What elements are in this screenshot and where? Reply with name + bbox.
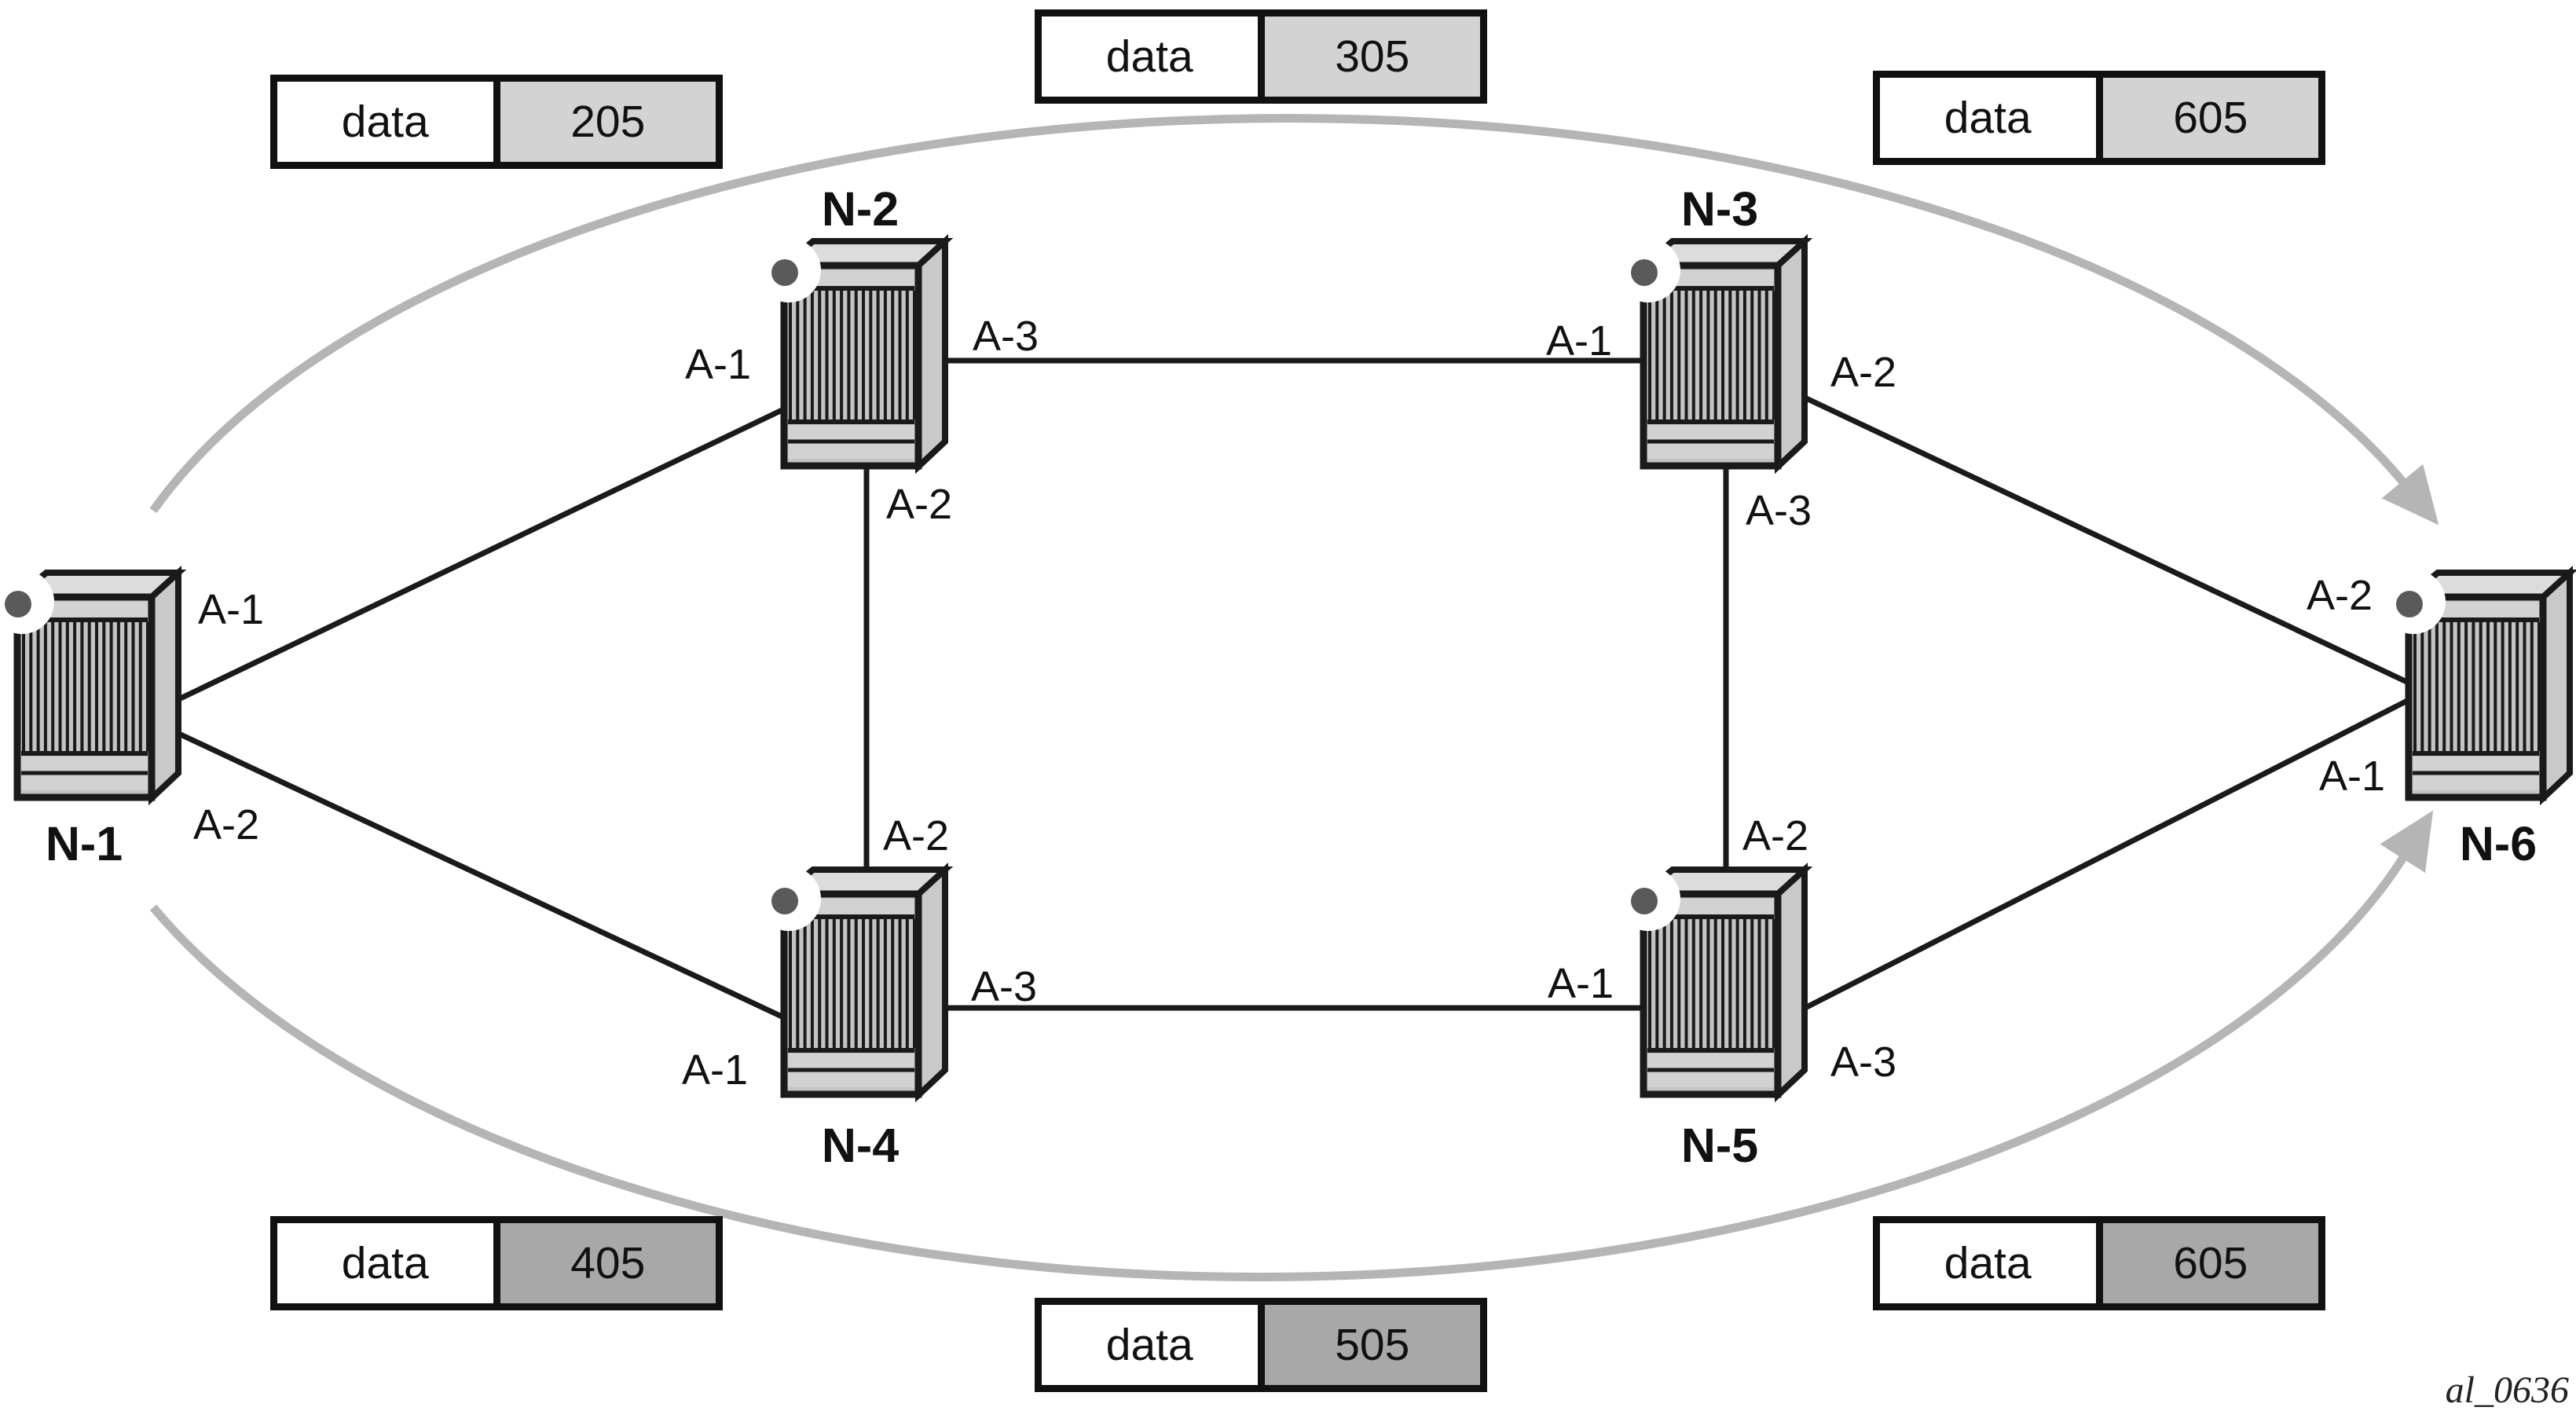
port-label-n1-a2: A-2 — [193, 801, 260, 848]
packet-505-value: 505 — [1257, 1305, 1480, 1385]
router-icon-n3 — [1616, 238, 1805, 467]
router-icon-n4 — [757, 867, 945, 1095]
packet-605-top: data 605 — [1873, 71, 2325, 165]
packet-605-bottom-field: data — [1880, 1223, 2096, 1303]
port-label-n6-a2: A-2 — [2307, 572, 2373, 619]
packet-605-bottom: data 605 — [1873, 1216, 2325, 1310]
link-lines — [167, 357, 2415, 1024]
port-label-n4-a3: A-3 — [971, 963, 1038, 1010]
port-label-n3-a1: A-1 — [1546, 317, 1613, 365]
node-label-n2: N-2 — [821, 182, 900, 236]
port-label-n3-a3: A-3 — [1746, 487, 1812, 534]
node-label-n5: N-5 — [1680, 1119, 1759, 1172]
router-icon-n2 — [757, 238, 945, 467]
port-label-n5-a2: A-2 — [1742, 812, 1809, 859]
port-label-n5-a3: A-3 — [1830, 1039, 1897, 1086]
link-n3a2-n6a2 — [1790, 388, 2415, 688]
packet-605-top-value: 605 — [2095, 78, 2318, 158]
packet-505-field: data — [1042, 1305, 1258, 1385]
packet-405: data 405 — [270, 1216, 723, 1310]
packet-305-value: 305 — [1257, 16, 1480, 97]
packet-405-field: data — [277, 1223, 493, 1303]
port-label-n1-a1: A-1 — [198, 586, 265, 633]
port-label-n4-a1: A-1 — [682, 1046, 749, 1094]
router-icon-n5 — [1616, 867, 1805, 1095]
packet-205-value: 205 — [493, 82, 716, 162]
node-label-n6: N-6 — [2459, 817, 2538, 870]
packet-505: data 505 — [1035, 1298, 1487, 1392]
port-label-n6-a1: A-1 — [2319, 753, 2386, 800]
link-n1a2-n4a1 — [167, 726, 793, 1024]
node-label-n1: N-1 — [45, 817, 123, 870]
port-label-n4-a2: A-2 — [883, 812, 950, 859]
port-label-n2-a1: A-1 — [685, 341, 752, 388]
node-label-n4: N-4 — [821, 1119, 900, 1172]
packet-205: data 205 — [270, 75, 723, 169]
port-label-n3-a2: A-2 — [1830, 349, 1897, 396]
packet-605-top-field: data — [1880, 78, 2096, 158]
port-label-n5-a1: A-1 — [1548, 960, 1614, 1007]
port-label-n2-a3: A-3 — [973, 313, 1039, 360]
port-label-n2-a2: A-2 — [886, 481, 953, 528]
link-n5a3-n6a1 — [1790, 694, 2415, 1018]
figure-watermark: al_0636 — [2445, 1369, 2569, 1411]
packet-605-bottom-value: 605 — [2095, 1223, 2318, 1303]
packet-305-field: data — [1042, 16, 1258, 97]
node-label-n3: N-3 — [1680, 182, 1759, 236]
link-n1a1-n2a1 — [167, 401, 795, 707]
router-icon-n1 — [0, 570, 178, 798]
flow-arc-top — [149, 114, 2439, 526]
packet-405-value: 405 — [493, 1223, 716, 1303]
flow-arc-bottom — [149, 810, 2434, 1281]
router-icon-n6 — [2381, 570, 2570, 798]
packet-205-field: data — [277, 82, 493, 162]
packet-305: data 305 — [1035, 9, 1487, 104]
